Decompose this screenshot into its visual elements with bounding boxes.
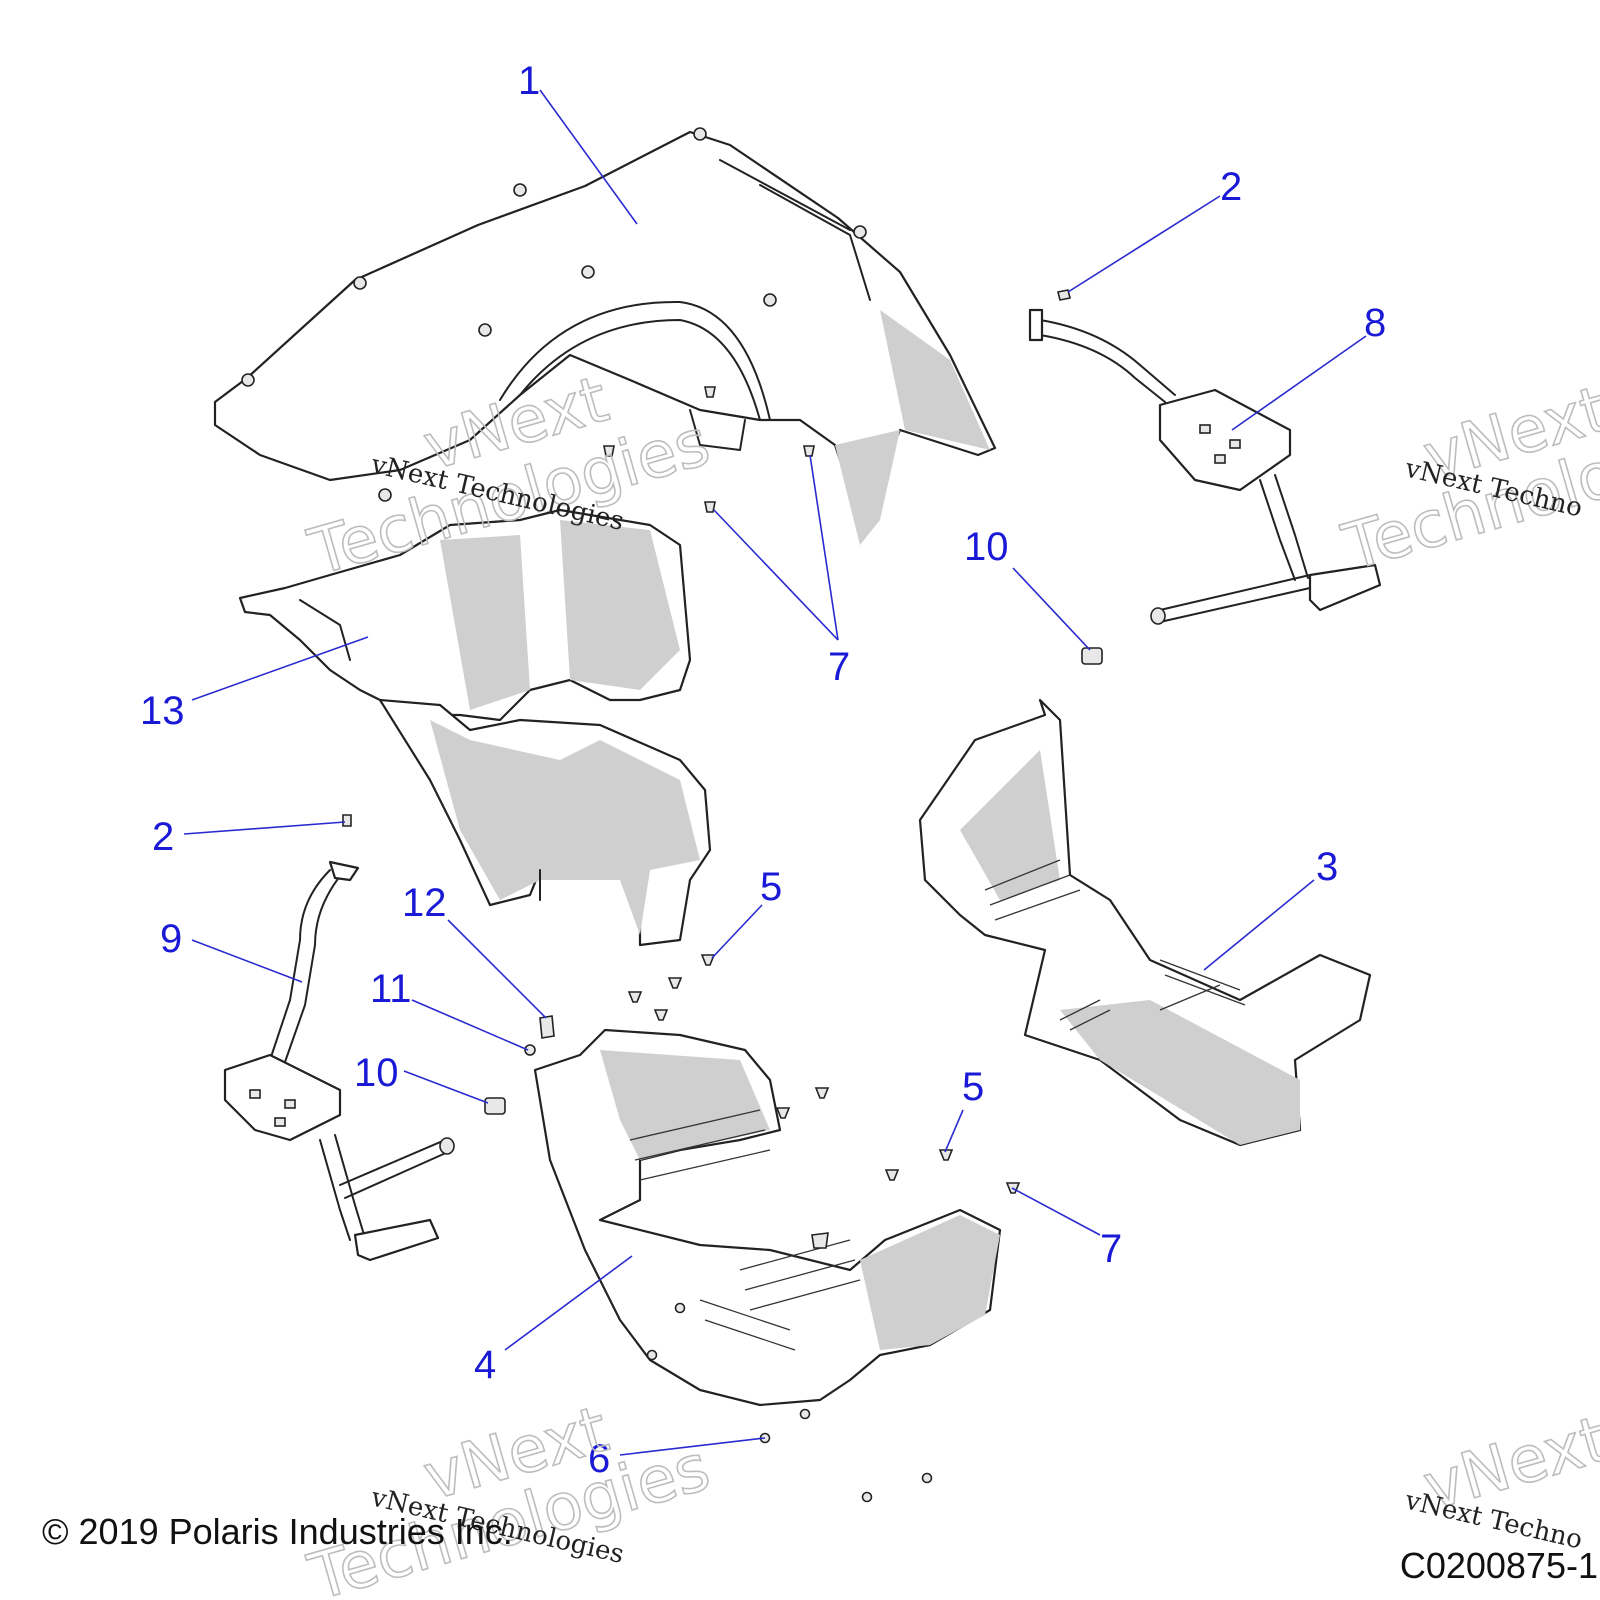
leader-8 (1231, 335, 1367, 431)
leader-7b (1011, 1187, 1101, 1236)
callout-13: 13 (140, 689, 185, 733)
part-4-left-footwell (533, 1028, 1002, 1407)
callout-4: 4 (474, 1343, 496, 1387)
leader-7a-1 (713, 509, 839, 641)
leader-lines (183, 89, 1367, 1456)
callout-2-upper: 2 (1220, 165, 1242, 209)
callout-8: 8 (1364, 301, 1386, 345)
callout-10-upper: 10 (964, 525, 1009, 569)
leader-4 (504, 1255, 633, 1351)
callout-1: 1 (518, 59, 540, 103)
leader-5b (944, 1109, 964, 1153)
part-8-right-footrest-bracket (1028, 308, 1382, 625)
hardware-fasteners (342, 289, 1103, 1503)
leader-1 (539, 89, 638, 225)
callout-2-lower: 2 (152, 815, 174, 859)
leader-2b (183, 821, 346, 835)
figure-id: C0200875-1 (1400, 1545, 1598, 1586)
leader-5a (711, 904, 763, 959)
leader-3 (1203, 879, 1315, 971)
leader-7a-2 (809, 454, 839, 641)
callout-12: 12 (402, 881, 447, 925)
leader-10b (403, 1070, 489, 1104)
copyright-text: © 2019 Polaris Industries Inc. (42, 1511, 513, 1552)
leader-10a (1012, 567, 1091, 651)
part-13-inner-splash-shield (238, 508, 712, 947)
callout-3: 3 (1316, 845, 1338, 889)
callout-7-lower: 7 (1100, 1227, 1122, 1271)
leader-11 (411, 999, 529, 1051)
part-3-right-footwell (918, 698, 1372, 1147)
callout-5-upper: 5 (760, 865, 782, 909)
callout-11: 11 (370, 967, 412, 1011)
leader-13 (191, 636, 369, 701)
callout-7-upper: 7 (828, 645, 850, 689)
watermark-bottom-left: vNext Technologies vNext Technologies (300, 1392, 718, 1600)
callout-10-lower: 10 (354, 1051, 399, 1095)
leader-12 (447, 919, 547, 1019)
callout-5-lower: 5 (962, 1065, 984, 1109)
watermark-top-right: vNext Technolo vNext Techno (1334, 372, 1600, 587)
watermark-bottom-right: vNext vNext Techno (1401, 1402, 1600, 1556)
callout-6: 6 (588, 1437, 610, 1481)
leader-6 (619, 1437, 766, 1456)
part-1-front-fender (213, 127, 997, 545)
leader-2a (1067, 195, 1221, 293)
leader-9 (191, 939, 303, 983)
callout-9: 9 (160, 917, 182, 961)
callout-labels: 1 2 2 3 4 5 5 6 7 7 8 9 10 10 11 12 13 (140, 59, 1386, 1481)
part-9-left-footrest-bracket (223, 860, 455, 1262)
